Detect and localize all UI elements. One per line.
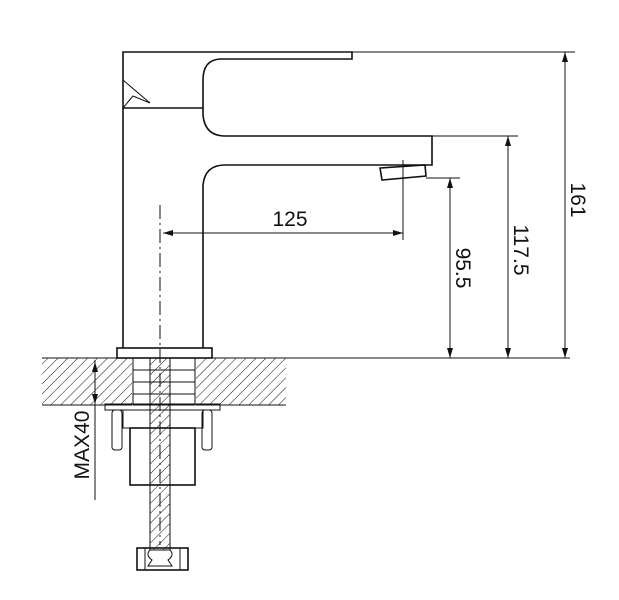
aerator — [379, 164, 427, 181]
countertop — [42, 357, 570, 406]
dimension-spout-reach: 125 — [163, 160, 404, 240]
dimension-label-161: 161 — [566, 182, 589, 217]
dimension-label-95-5: 95.5 — [451, 248, 474, 289]
dimension-label-max40: MAX40 — [71, 411, 94, 480]
hose-connector — [136, 547, 189, 571]
dimension-spout-height: 117.5 — [432, 135, 532, 358]
dimension-max-deck: MAX40 — [71, 360, 98, 500]
dimension-aerator-height: 95.5 — [426, 177, 474, 358]
dimension-total-height: 161 — [352, 51, 589, 358]
faucet-body — [116, 51, 433, 359]
dimension-label-125: 125 — [272, 208, 307, 231]
base-ring — [116, 347, 213, 359]
dimension-label-117-5: 117.5 — [509, 225, 532, 276]
